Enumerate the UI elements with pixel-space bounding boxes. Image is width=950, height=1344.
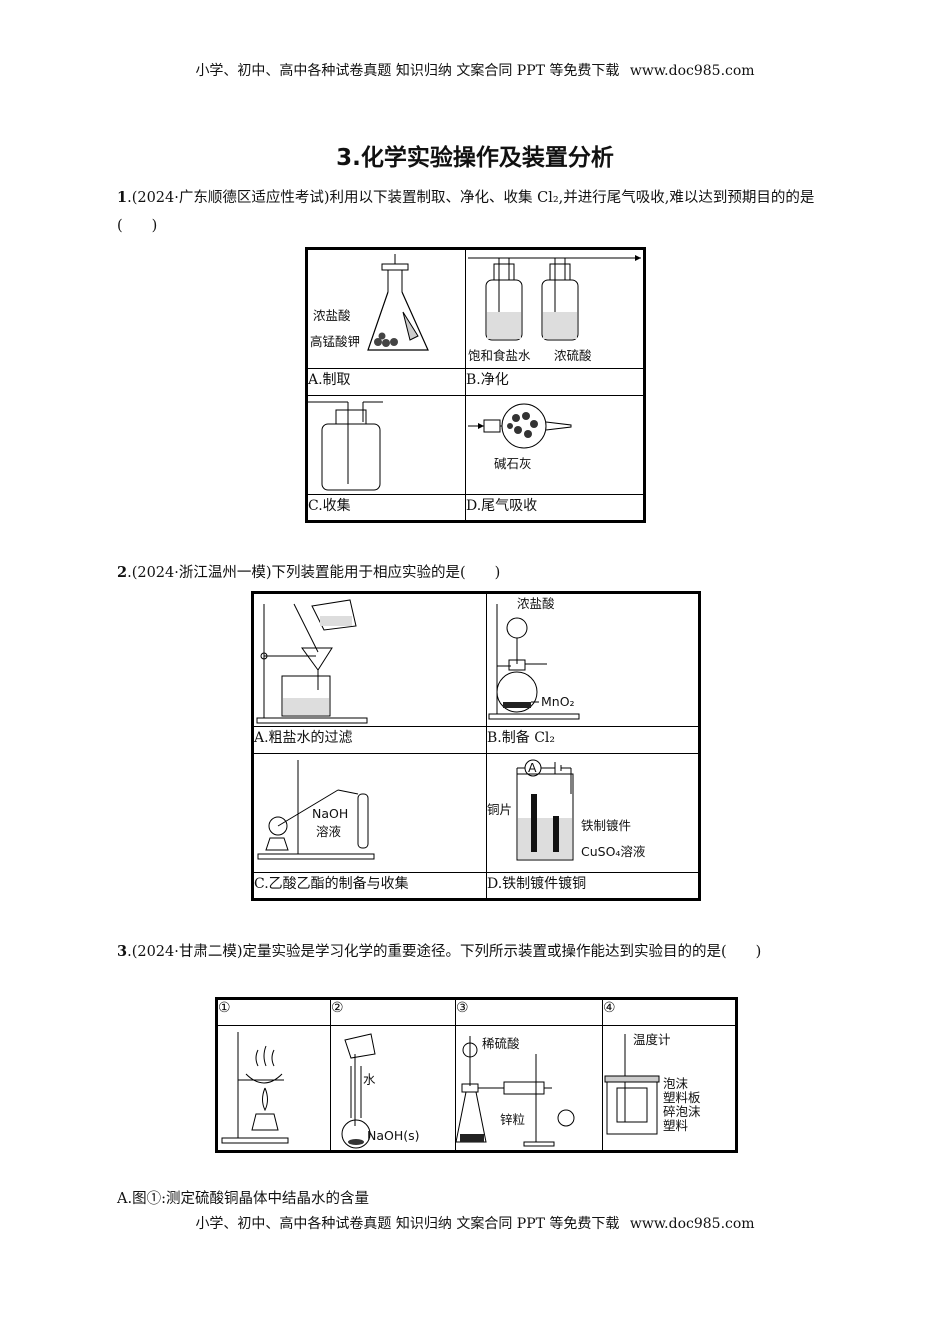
question-2: 2.(2024·浙江温州一模)下列装置能用于相应实验的是( ) — [117, 559, 837, 587]
q2-figure-c: NaOH 溶液 — [252, 753, 487, 873]
label-foam-board-2: 塑料板 — [663, 1090, 701, 1105]
gas-collection-bottle-illustration — [308, 401, 383, 491]
label-water: 水 — [363, 1072, 376, 1087]
label-zinc: 锌粒 — [500, 1112, 525, 1127]
label-conc-h2so4: 浓硫酸 — [554, 348, 592, 363]
q2-apparatus-table: 浓盐酸 MnO₂ A.粗盐水的过滤 B.制备 Cl₂ — [251, 591, 701, 901]
question-number: 2 — [117, 564, 128, 581]
q3-option-a[interactable]: A.图①:测定硫酸铜晶体中结晶水的含量 — [117, 1191, 369, 1207]
page-header: 小学、初中、高中各种试卷真题 知识归纳 文案合同 PPT 等免费下载 www.d… — [0, 60, 950, 80]
drying-tube-illustration: 碱石灰 — [468, 403, 572, 471]
question-stem: .(2024·甘肃二模)定量实验是学习化学的重要途径。下列所示装置或操作能达到实… — [127, 944, 762, 960]
q3-header-2: ② — [330, 998, 456, 1026]
q1-option-c[interactable]: C.收集 — [306, 494, 466, 522]
wash-bottles-illustration: 饱和食盐水 浓硫酸 — [468, 255, 641, 363]
header-text: 小学、初中、高中各种试卷真题 知识归纳 文案合同 PPT 等免费下载 — [195, 63, 620, 79]
q3-apparatus-table: ① ② ③ ④ 水 NaOH(s) — [215, 997, 738, 1153]
q3-figure-4: 温度计 泡沫 塑料板 碎泡沫 塑料 — [602, 1025, 737, 1152]
q1-option-a[interactable]: A.制取 — [306, 368, 466, 396]
q2-option-d[interactable]: D.铁制镀件镀铜 — [486, 872, 700, 900]
crucible-heating-illustration — [221, 1032, 289, 1144]
label-foam-bits-1: 碎泡沫 — [663, 1104, 701, 1119]
header-url[interactable]: www.doc985.com — [629, 63, 755, 79]
question-3: 3.(2024·甘肃二模)定量实验是学习化学的重要途径。下列所示装置或操作能达到… — [117, 938, 837, 966]
question-stem: .(2024·广东顺德区适应性考试)利用以下装置制取、净化、收集 Cl₂,并进行… — [117, 190, 815, 234]
label-mno2: MnO₂ — [541, 694, 575, 709]
q2-option-a[interactable]: A.粗盐水的过滤 — [252, 726, 487, 754]
flask-kmno4-illustration: 浓盐酸 高锰酸钾 — [310, 254, 429, 351]
label-thermometer: 温度计 — [633, 1032, 671, 1047]
label-foam-board-1: 泡沫 — [663, 1076, 689, 1091]
q3-figure-1 — [216, 1025, 331, 1152]
q1-figure-b: 饱和食盐水 浓硫酸 — [465, 248, 645, 369]
ester-preparation-illustration: NaOH 溶液 — [257, 760, 375, 860]
q2-figure-d: A 铜片 铁制镀件 CuSO₄溶液 — [486, 753, 700, 873]
electroplating-illustration: A 铜片 铁制镀件 CuSO₄溶液 — [487, 759, 646, 861]
label-foam-bits-2: 塑料 — [663, 1118, 689, 1133]
q1-option-b[interactable]: B.净化 — [465, 368, 645, 396]
question-stem: .(2024·浙江温州一模)下列装置能用于相应实验的是( ) — [127, 565, 501, 581]
q1-figure-d: 碱石灰 — [465, 395, 645, 495]
q1-figure-c — [306, 395, 466, 495]
chlorine-generator-illustration: 浓盐酸 MnO₂ — [488, 596, 580, 720]
q3-header-3: ③ — [455, 998, 603, 1026]
label-kmno4: 高锰酸钾 — [310, 334, 360, 349]
filtration-illustration — [256, 599, 368, 724]
gas-syringe-illustration: 稀硫酸 锌粒 — [456, 1036, 575, 1147]
label-naoh: NaOH — [312, 806, 348, 821]
question-1: 1.(2024·广东顺德区适应性考试)利用以下装置制取、净化、收集 Cl₂,并进… — [117, 184, 837, 240]
q1-figure-a: 浓盐酸 高锰酸钾 — [306, 248, 466, 369]
q2-figure-b: 浓盐酸 MnO₂ — [486, 592, 700, 727]
q1-option-d[interactable]: D.尾气吸收 — [465, 494, 645, 522]
label-solution: 溶液 — [316, 824, 342, 839]
q2-option-b[interactable]: B.制备 Cl₂ — [486, 726, 700, 754]
q2-figure-a — [252, 592, 487, 727]
label-cuso4: CuSO₄溶液 — [581, 844, 646, 859]
page-footer: 小学、初中、高中各种试卷真题 知识归纳 文案合同 PPT 等免费下载 www.d… — [0, 1213, 950, 1233]
question-number: 3 — [117, 943, 128, 960]
page-title: 3.化学实验操作及装置分析 — [336, 145, 614, 171]
label-dil-h2so4: 稀硫酸 — [482, 1036, 520, 1051]
calorimeter-illustration: 温度计 泡沫 塑料板 碎泡沫 塑料 — [604, 1032, 701, 1135]
label-conc-hcl: 浓盐酸 — [517, 596, 555, 611]
q3-figure-3: 稀硫酸 锌粒 — [455, 1025, 603, 1152]
footer-text: 小学、初中、高中各种试卷真题 知识归纳 文案合同 PPT 等免费下载 — [195, 1216, 620, 1232]
q3-header-1: ① — [216, 998, 331, 1026]
q3-header-4: ④ — [602, 998, 737, 1026]
label-naoh-s: NaOH(s) — [367, 1128, 420, 1143]
footer-url[interactable]: www.doc985.com — [629, 1216, 755, 1232]
label-cu-sheet: 铜片 — [487, 802, 512, 817]
q2-option-c[interactable]: C.乙酸乙酯的制备与收集 — [252, 872, 487, 900]
volumetric-flask-illustration: 水 NaOH(s) — [341, 1033, 420, 1149]
q3-figure-2: 水 NaOH(s) — [330, 1025, 456, 1152]
label-conc-hcl: 浓盐酸 — [313, 308, 351, 323]
label-sat-nacl: 饱和食盐水 — [468, 348, 531, 363]
label-ammeter: A — [528, 760, 537, 775]
label-soda-lime: 碱石灰 — [494, 456, 532, 471]
question-number: 1 — [117, 189, 128, 206]
label-iron-part: 铁制镀件 — [581, 818, 631, 833]
q1-apparatus-table: 浓盐酸 高锰酸钾 饱和食盐水 浓硫酸 A.制取 B.净化 — [305, 247, 646, 523]
